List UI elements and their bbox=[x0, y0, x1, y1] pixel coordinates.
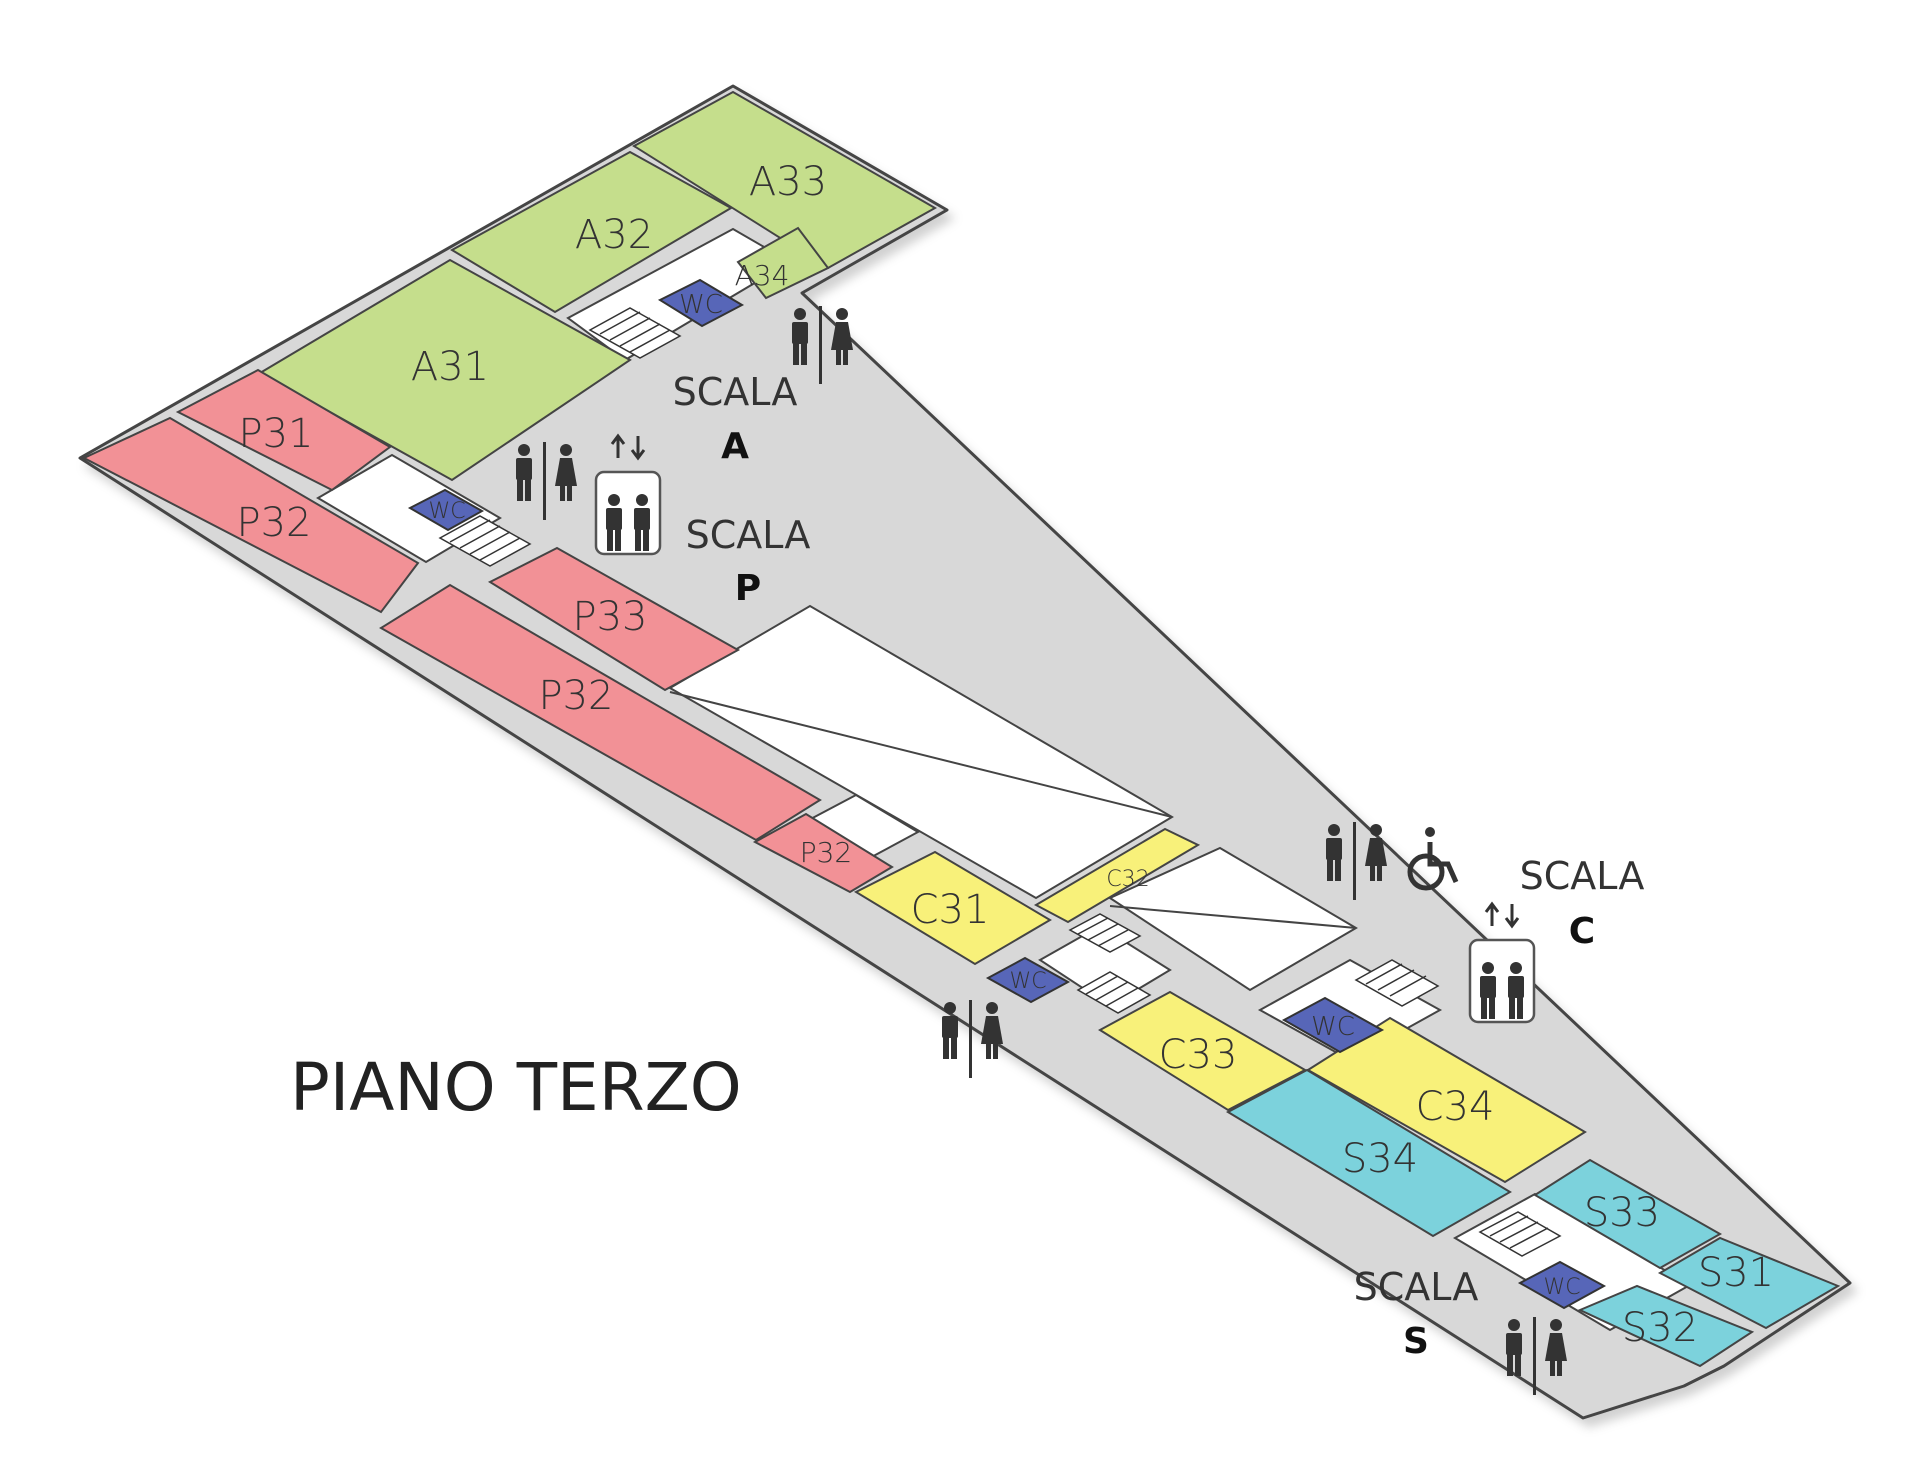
room-p32-small[interactable] bbox=[752, 812, 894, 894]
label-c32: C32 bbox=[1106, 867, 1149, 892]
restroom-icon bbox=[516, 442, 577, 520]
wc-p[interactable] bbox=[407, 488, 485, 532]
scala-a-letter: A bbox=[721, 426, 749, 467]
courtyard-line bbox=[669, 691, 1173, 818]
room-a33[interactable] bbox=[632, 90, 938, 270]
courtyard-c-line bbox=[1109, 905, 1357, 929]
zone-s bbox=[1225, 1068, 1841, 1368]
label-a32: A32 bbox=[575, 212, 653, 258]
zone-c bbox=[853, 827, 1587, 1184]
label-a31: A31 bbox=[411, 344, 489, 390]
room-s31[interactable] bbox=[1657, 1236, 1841, 1330]
scala-a-word: SCALA bbox=[673, 370, 798, 414]
stairs-icon bbox=[1068, 913, 1142, 953]
room-p32-main[interactable] bbox=[379, 583, 822, 842]
room-s34[interactable] bbox=[1225, 1068, 1512, 1238]
stairs-icon bbox=[1354, 959, 1440, 1007]
label-c31: C31 bbox=[911, 887, 990, 933]
room-p33[interactable] bbox=[487, 546, 741, 692]
label-s34: S34 bbox=[1342, 1136, 1418, 1182]
stairs-icon bbox=[438, 515, 532, 567]
label-s31: S31 bbox=[1698, 1250, 1774, 1296]
scala-p-word: SCALA bbox=[686, 513, 811, 557]
label-a33: A33 bbox=[749, 159, 827, 205]
scala-c-letter: C bbox=[1569, 911, 1595, 952]
label-c34: C34 bbox=[1416, 1084, 1495, 1130]
room-a34[interactable] bbox=[736, 226, 830, 300]
wc-c-left[interactable] bbox=[985, 956, 1071, 1004]
wc-s[interactable] bbox=[1517, 1260, 1607, 1310]
scala-s-word: SCALA bbox=[1354, 1265, 1479, 1309]
room-p32-left[interactable] bbox=[81, 416, 420, 614]
label-p32-small: P32 bbox=[800, 836, 853, 869]
label-c33: C33 bbox=[1159, 1032, 1238, 1078]
label-s33: S33 bbox=[1584, 1190, 1660, 1236]
label-wc-a: WC bbox=[679, 290, 723, 320]
label-wc-c-left: WC bbox=[1009, 969, 1046, 994]
elevator-icon bbox=[594, 433, 662, 556]
zone-a bbox=[257, 90, 938, 482]
label-s32: S32 bbox=[1622, 1305, 1698, 1351]
label-a34: A34 bbox=[735, 259, 790, 292]
scala-s-letter: S bbox=[1403, 1321, 1429, 1362]
label-p32-main: P32 bbox=[538, 673, 613, 719]
room-c31[interactable] bbox=[853, 850, 1052, 966]
stairs-icon bbox=[588, 307, 682, 359]
label-p33: P33 bbox=[572, 594, 647, 640]
room-a31[interactable] bbox=[257, 258, 632, 482]
elevator-icon bbox=[1468, 901, 1536, 1024]
restroom-icon bbox=[1506, 1317, 1567, 1395]
label-p32-left: P32 bbox=[236, 500, 311, 546]
wc-a[interactable] bbox=[657, 278, 745, 328]
restroom-icon bbox=[942, 1000, 1003, 1078]
label-p31: P31 bbox=[238, 411, 313, 457]
room-s33[interactable] bbox=[1533, 1158, 1723, 1270]
label-wc-c-right: WC bbox=[1311, 1012, 1355, 1042]
stairs-icon bbox=[1076, 971, 1152, 1014]
room-a32[interactable] bbox=[449, 150, 734, 314]
wc-c-right[interactable] bbox=[1281, 996, 1385, 1054]
wheelchair-icon bbox=[1407, 827, 1459, 891]
label-wc-s: WC bbox=[1543, 1275, 1580, 1300]
restroom-icon bbox=[1326, 822, 1387, 900]
restroom-icon bbox=[792, 306, 853, 384]
room-s32[interactable] bbox=[1577, 1284, 1755, 1368]
stairs-icon bbox=[1478, 1211, 1562, 1257]
floor-title: PIANO TERZO bbox=[290, 1049, 742, 1126]
scala-p-letter: P bbox=[735, 568, 761, 609]
room-c32[interactable] bbox=[1033, 827, 1201, 924]
label-wc-p: WC bbox=[428, 499, 465, 524]
zone-p bbox=[81, 368, 894, 894]
room-p31[interactable] bbox=[175, 368, 392, 492]
scala-c-word: SCALA bbox=[1520, 854, 1645, 898]
